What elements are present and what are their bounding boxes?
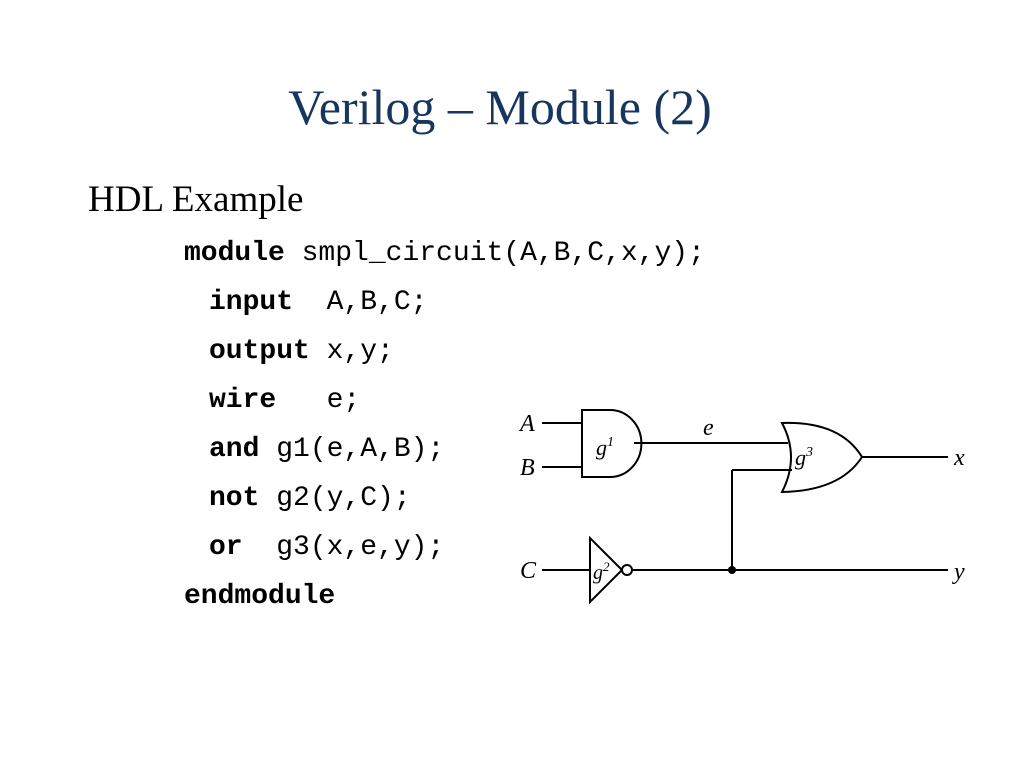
code-line-not: not g2(y,C); <box>209 485 411 513</box>
gate-label-g3: g3 <box>795 445 813 470</box>
input-declaration: A,B,C; <box>293 287 428 318</box>
keyword-or: or <box>209 532 243 563</box>
gate-label-g2: g2 <box>593 559 610 584</box>
and-gate-g1 <box>581 409 643 478</box>
output-declaration: x,y; <box>309 336 394 367</box>
code-line-output: output x,y; <box>209 338 394 366</box>
or-gate-g3 <box>780 421 864 494</box>
not-gate-instance: g2(y,C); <box>259 483 411 514</box>
section-heading: HDL Example <box>88 179 304 220</box>
code-line-or: or g3(x,e,y); <box>209 534 444 562</box>
input-label-b: B <box>520 455 535 481</box>
code-block: module smpl_circuit(A,B,C,x,y); input A,… <box>0 0 705 611</box>
input-label-c: C <box>520 558 537 584</box>
gate-label-g1: g1 <box>596 435 614 460</box>
keyword-module: module <box>184 238 285 269</box>
wire-label-e: e <box>703 415 714 441</box>
module-signature: smpl_circuit(A,B,C,x,y); <box>284 238 705 269</box>
keyword-input: input <box>209 287 294 318</box>
keyword-wire: wire <box>209 385 277 416</box>
input-label-a: A <box>518 411 535 437</box>
output-label-x: x <box>953 445 965 471</box>
junction-dot <box>728 566 736 574</box>
page-title: Verilog – Module (2) <box>288 79 712 135</box>
keyword-endmodule: endmodule <box>184 581 336 612</box>
code-line-wire: wire e; <box>209 387 360 415</box>
not-gate-g2 <box>589 535 624 605</box>
code-line-and: and g1(e,A,B); <box>209 436 444 464</box>
or-gate-instance: g3(x,e,y); <box>242 532 445 563</box>
code-line-endmodule: endmodule <box>184 583 335 611</box>
keyword-not: not <box>209 483 260 514</box>
code-line-module: module smpl_circuit(A,B,C,x,y); <box>184 240 705 268</box>
keyword-and: and <box>209 434 260 465</box>
keyword-output: output <box>209 336 310 367</box>
wire-declaration: e; <box>276 385 361 416</box>
not-bubble <box>621 564 633 576</box>
circuit-diagram: A B C e x y g1 g2 g3 <box>518 409 965 605</box>
code-line-input: input A,B,C; <box>209 289 427 317</box>
and-gate-instance: g1(e,A,B); <box>259 434 445 465</box>
output-label-y: y <box>952 559 965 585</box>
